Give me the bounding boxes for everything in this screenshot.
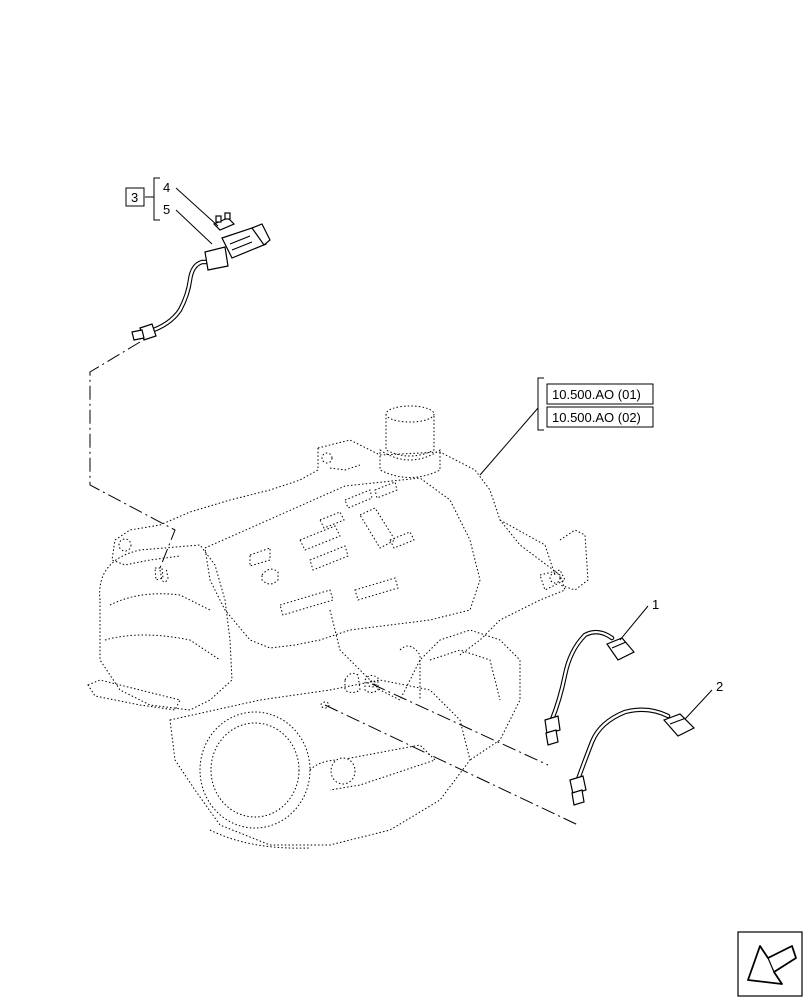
callout-3: 3 bbox=[131, 190, 138, 205]
assembly-chain-lines bbox=[89, 341, 579, 826]
callout-3-box bbox=[125, 187, 145, 207]
exhaust-assembly-outline bbox=[87, 405, 589, 849]
reference-link-2[interactable]: 10.500.AO (02) bbox=[546, 406, 654, 428]
temperature-sensor-2 bbox=[569, 707, 696, 806]
reference-link-1[interactable]: 10.500.AO (01) bbox=[546, 383, 654, 405]
nox-sensor-top bbox=[131, 212, 271, 341]
callout-1: 1 bbox=[652, 597, 659, 612]
reference-label-2[interactable]: 10.500.AO (02) bbox=[552, 410, 641, 425]
callout-2: 2 bbox=[716, 679, 723, 694]
temperature-sensor-1 bbox=[544, 629, 635, 746]
reference-label-1[interactable]: 10.500.AO (01) bbox=[552, 387, 641, 402]
arrow-left-down-icon[interactable] bbox=[737, 931, 803, 997]
callout-4: 4 bbox=[163, 180, 170, 195]
callout-5: 5 bbox=[163, 202, 170, 217]
leader-lines bbox=[145, 177, 713, 719]
